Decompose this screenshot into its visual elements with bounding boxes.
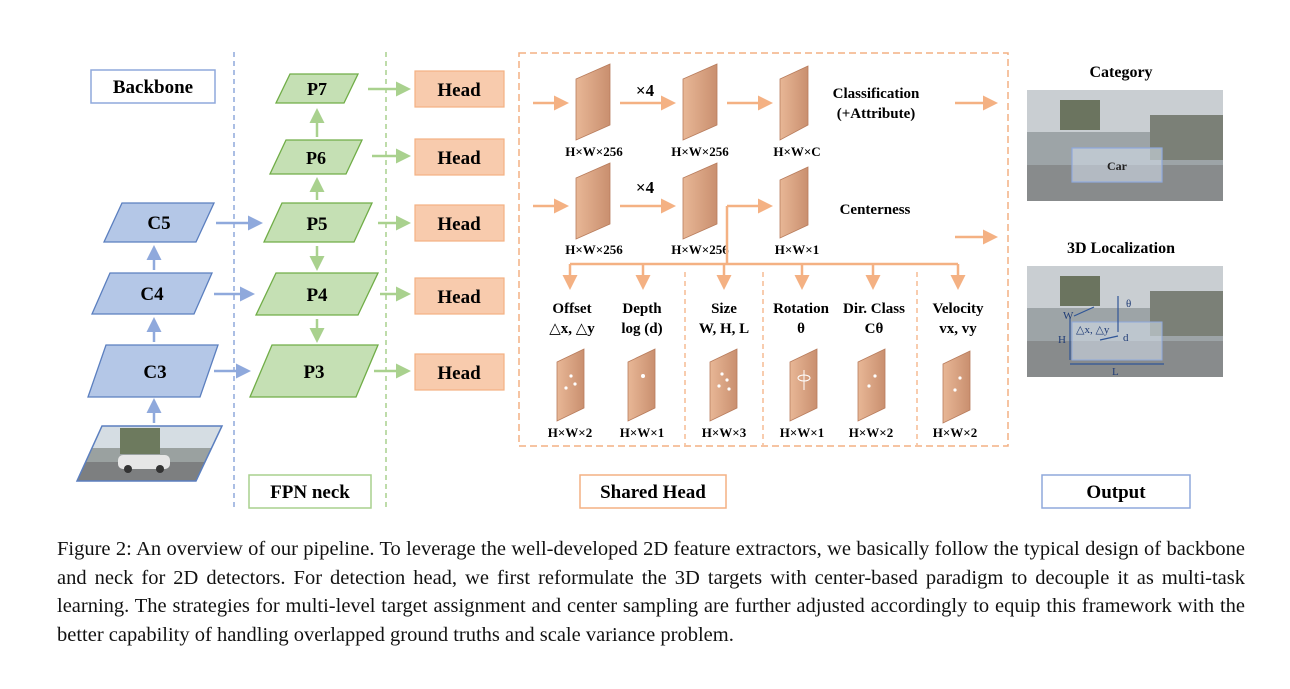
dim-rotation: H×W×1 — [780, 425, 824, 440]
loc-h: H — [1058, 334, 1066, 346]
dim-r1-3: H×W×C — [773, 144, 820, 159]
loc-offset: △x, △y — [1076, 324, 1110, 336]
times4-r1: ×4 — [636, 81, 655, 100]
head-p7: Head — [414, 70, 505, 108]
head-p3: Head — [414, 353, 505, 391]
slab-size — [709, 348, 738, 422]
c3-label: C3 — [143, 362, 166, 383]
p5-label: P5 — [306, 214, 327, 235]
times4-r2: ×4 — [636, 178, 655, 197]
slab-rotation — [789, 348, 818, 422]
p6-label: P6 — [306, 148, 326, 168]
fpn-p7: P7 — [274, 73, 360, 104]
loc-theta: θ — [1126, 298, 1131, 310]
shared-head-label-box — [579, 474, 727, 509]
classification-label: Classification — [833, 86, 920, 102]
branch-dirclass-sub: Cθ — [865, 321, 884, 337]
backbone-label-box — [90, 69, 216, 104]
p3-label: P3 — [303, 362, 324, 383]
p4-label: P4 — [306, 285, 328, 306]
slab-r1-2 — [682, 63, 718, 141]
dim-velocity: H×W×2 — [933, 425, 977, 440]
branch-rotation-sub: θ — [797, 321, 805, 337]
slab-offset — [556, 348, 585, 422]
dim-depth: H×W×1 — [620, 425, 664, 440]
shared-head-box — [518, 52, 1009, 447]
fpn-p3: P3 — [249, 344, 379, 398]
head-p6: Head — [414, 138, 505, 176]
dim-offset: H×W×2 — [548, 425, 592, 440]
output-label-box — [1041, 474, 1191, 509]
c5-label: C5 — [147, 213, 170, 234]
attribute-label: (+Attribute) — [837, 106, 916, 122]
input-image — [75, 425, 224, 482]
fpn-p6: P6 — [268, 139, 364, 175]
car-label: Car — [1107, 159, 1128, 173]
branch-size-sub: W, H, L — [699, 321, 749, 337]
head-p5-label: Head — [437, 214, 481, 235]
category-image: Car — [1027, 90, 1223, 201]
backbone-c4: C4 — [91, 272, 213, 315]
dim-r2-1: H×W×256 — [565, 242, 623, 257]
loc-d: d — [1123, 332, 1129, 344]
branch-dirclass-name: Dir. Class — [843, 301, 905, 317]
backbone-c5: C5 — [102, 202, 216, 243]
head-p6-label: Head — [437, 148, 481, 169]
head-p3-label: Head — [437, 363, 481, 384]
figure-caption: Figure 2: An overview of our pipeline. T… — [57, 538, 1245, 646]
backbone-c3: C3 — [87, 344, 219, 398]
fpn-label: FPN neck — [270, 482, 350, 503]
head-p5: Head — [414, 204, 505, 242]
branch-rotation-name: Rotation — [773, 301, 829, 317]
slab-r1-1 — [575, 63, 611, 141]
slab-r2-1 — [575, 162, 611, 240]
dim-size: H×W×3 — [702, 425, 747, 440]
dim-r1-1: H×W×256 — [565, 144, 623, 159]
loc-w: W — [1063, 310, 1074, 322]
slab-r2-3 — [779, 166, 809, 239]
dim-r2-2: H×W×256 — [671, 242, 729, 257]
slab-depth — [627, 348, 656, 422]
slab-dirclass — [857, 348, 886, 422]
branch-size-name: Size — [711, 301, 737, 317]
localization-title: 3D Localization — [1067, 240, 1175, 257]
backbone-label: Backbone — [113, 77, 193, 98]
dim-r2-3: H×W×1 — [775, 242, 819, 257]
category-title: Category — [1089, 64, 1152, 81]
fpn-p5: P5 — [262, 202, 374, 243]
dim-dirclass: H×W×2 — [849, 425, 893, 440]
c4-label: C4 — [140, 284, 164, 305]
p7-label: P7 — [307, 79, 327, 99]
fpn-p4: P4 — [254, 272, 380, 316]
branch-velocity-sub: vx, vy — [939, 321, 977, 337]
shared-head-label: Shared Head — [600, 482, 706, 503]
fpn-label-box — [248, 474, 372, 509]
localization-image: W H L d △x, △y θ — [1027, 266, 1223, 378]
head-p7-label: Head — [437, 80, 481, 101]
loc-l: L — [1112, 366, 1119, 378]
slab-r2-2 — [682, 162, 718, 240]
head-p4: Head — [414, 277, 505, 315]
head-p4-label: Head — [437, 287, 481, 308]
dim-r1-2: H×W×256 — [671, 144, 729, 159]
pipeline-diagram: Backbone C5 C4 C3 P7 P — [75, 52, 1223, 510]
branch-velocity-name: Velocity — [932, 301, 984, 317]
branch-offset-sub: △x, △y — [549, 321, 595, 337]
slab-velocity — [942, 350, 971, 424]
slab-r1-3 — [779, 65, 809, 141]
car-bbox — [1071, 147, 1163, 183]
output-label: Output — [1086, 482, 1146, 503]
centerness-label: Centerness — [840, 202, 911, 218]
branch-offset-name: Offset — [552, 301, 591, 317]
branch-depth-name: Depth — [622, 301, 662, 317]
branch-depth-sub: log (d) — [621, 321, 662, 337]
